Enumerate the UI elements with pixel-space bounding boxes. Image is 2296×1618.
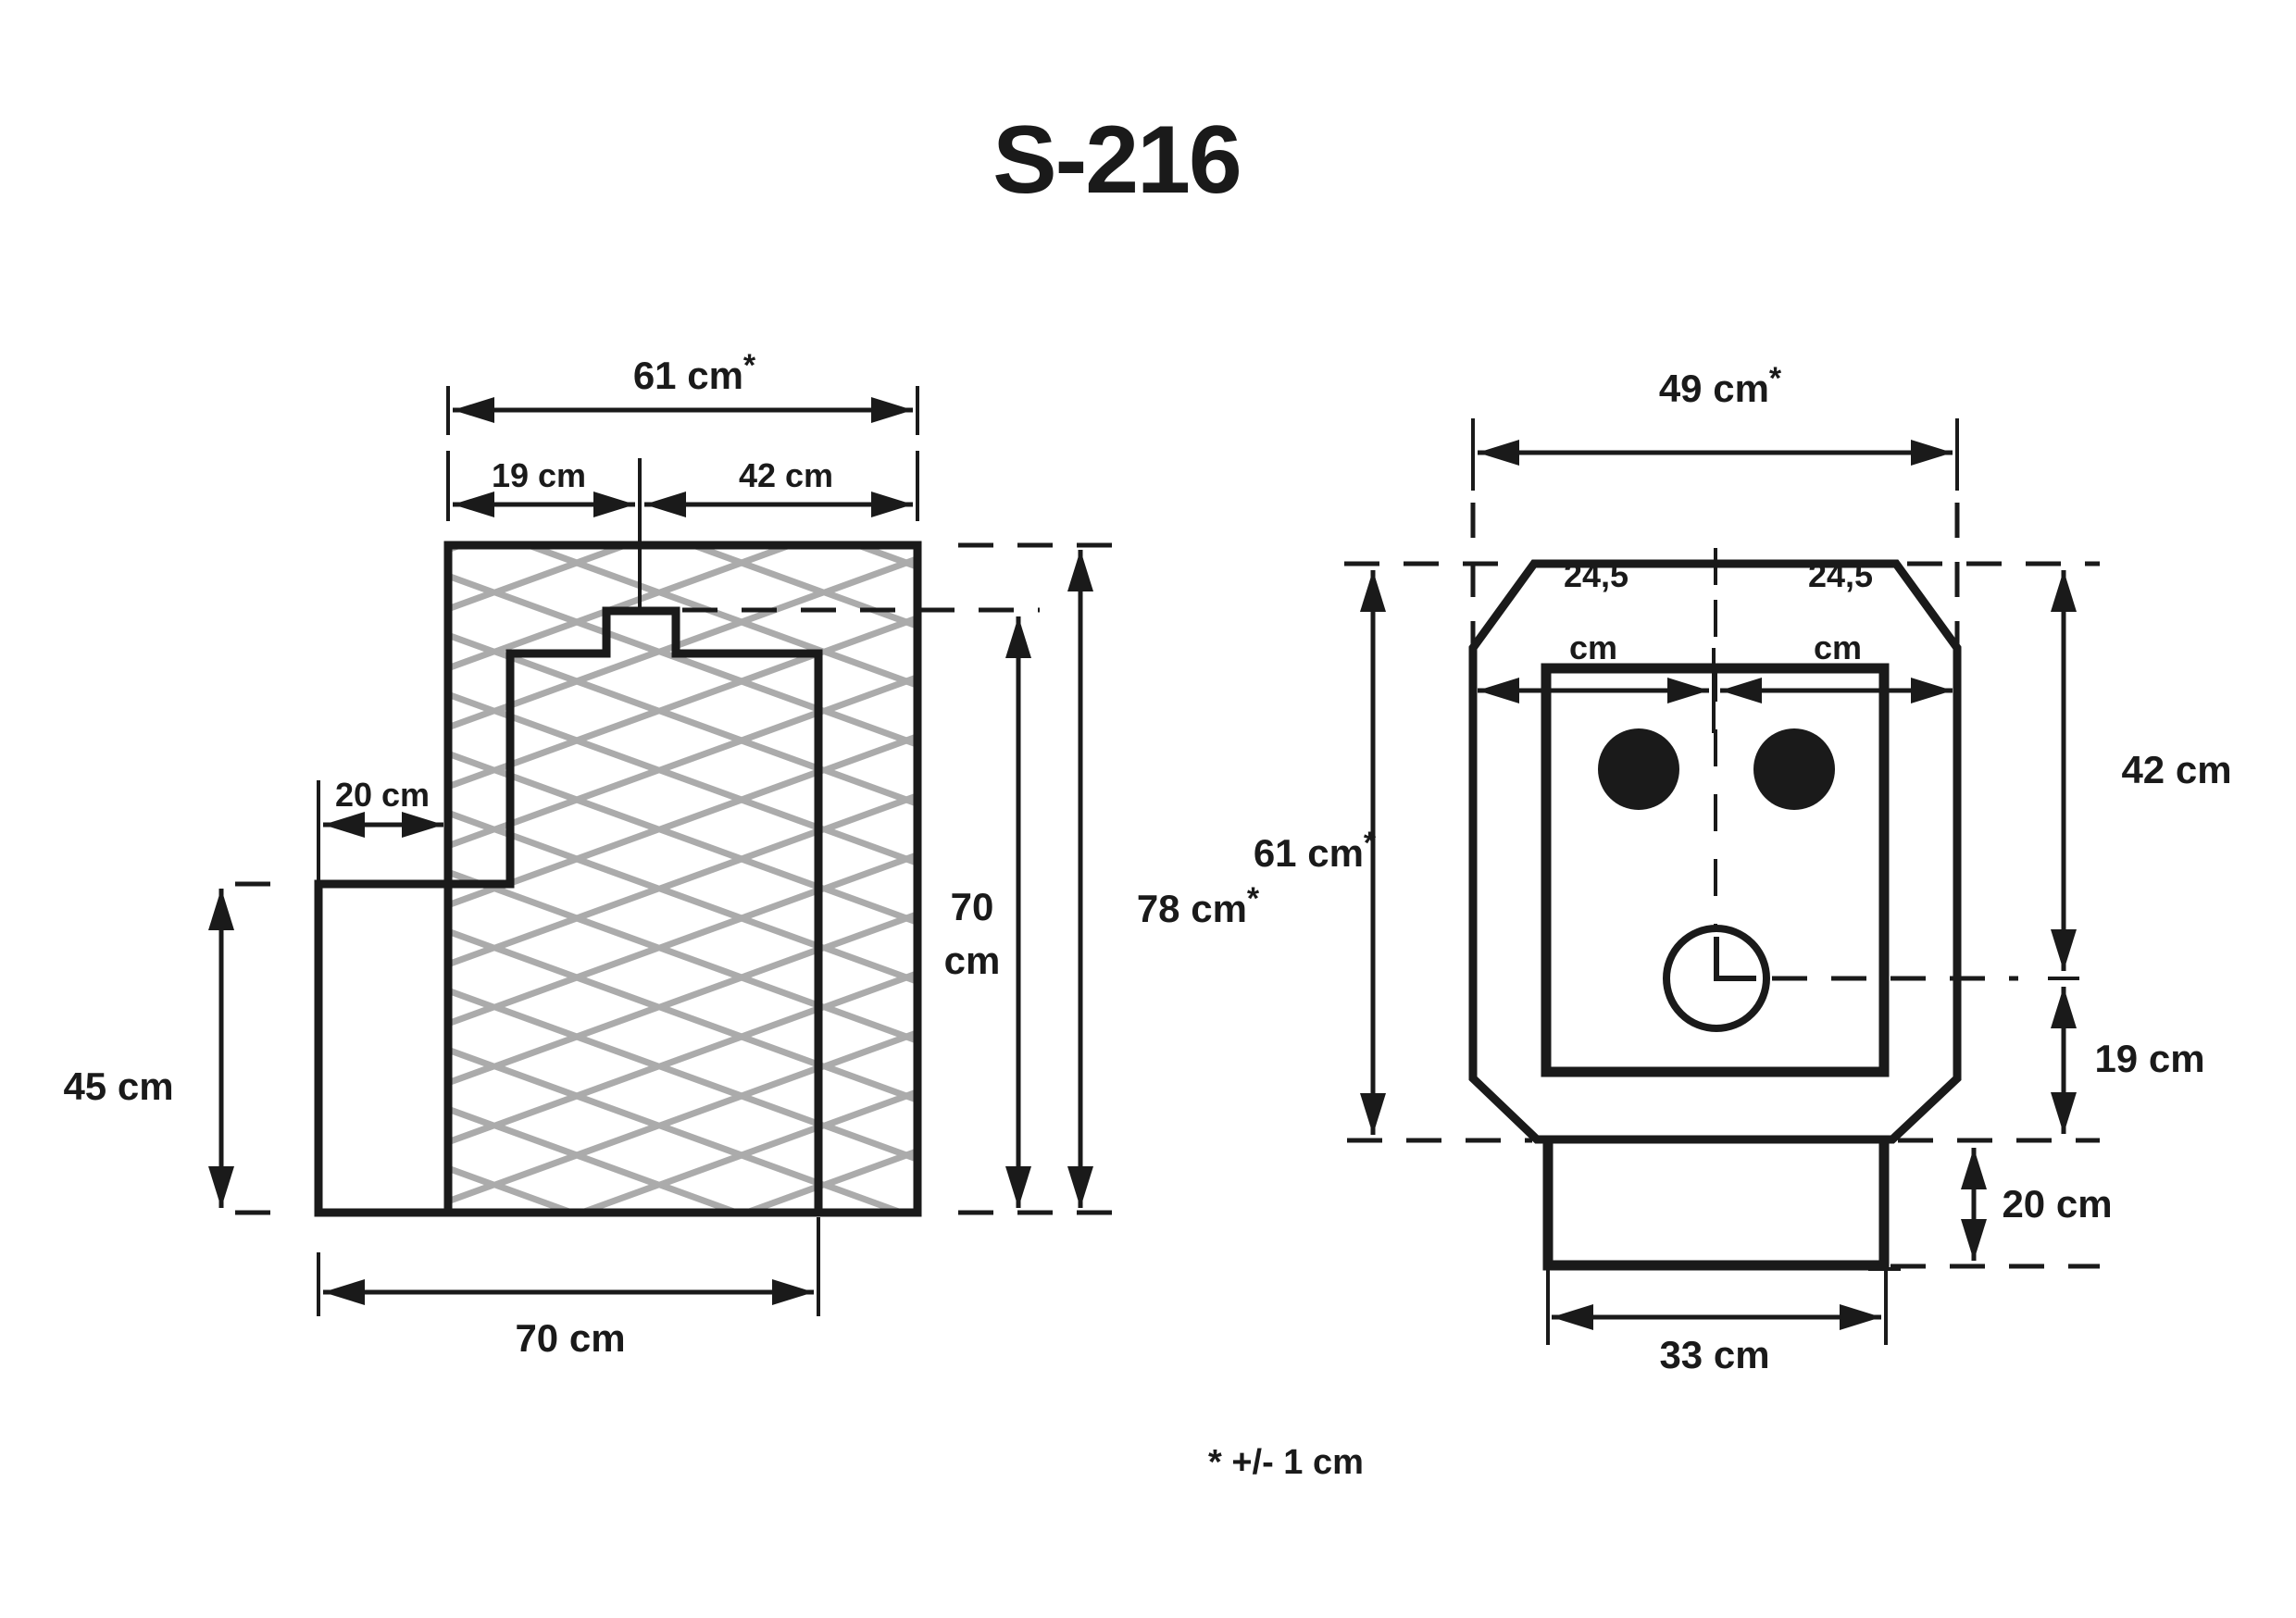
side-step-height-label: 45 cm	[63, 1064, 173, 1108]
front-total-height-label: 61 cm*	[1254, 826, 1377, 875]
front-air-dial-hands	[1714, 937, 1756, 981]
front-half-width-right-label-line2: cm	[1814, 629, 1862, 666]
front-extension-ticks	[1471, 418, 2079, 1345]
side-inner-height-label-line2: cm	[944, 939, 1001, 982]
side-extension-ticks	[317, 386, 919, 1316]
front-base-width-label: 33 cm	[1659, 1333, 1769, 1376]
side-body-insulation-hatch	[448, 545, 917, 1213]
front-burner-hole-left	[1598, 728, 1679, 810]
front-burner-hole-right	[1753, 728, 1835, 810]
front-octagon-body	[1468, 559, 1962, 1144]
front-base-height-label: 20 cm	[2002, 1182, 2112, 1226]
side-inner-height-label-line1: 70	[951, 885, 994, 928]
front-view: 49 cm* 24,5 cm 24,5 cm 61 cm* 42 cm 19 c…	[1254, 361, 2232, 1376]
side-total-height-label: 78 cm*	[1137, 881, 1260, 930]
front-total-width-label: 49 cm*	[1659, 361, 1782, 410]
front-upper-height-label: 42 cm	[2121, 748, 2231, 791]
front-mid-height-label: 19 cm	[2094, 1037, 2204, 1080]
front-half-width-left-label-line1: 24,5	[1564, 556, 1628, 594]
front-half-width-left-label-line2: cm	[1569, 629, 1617, 666]
tolerance-footnote: * +/- 1 cm	[1208, 1443, 1364, 1482]
side-bottom-depth-label: 70 cm	[515, 1316, 625, 1360]
side-view: 61 cm* 19 cm 42 cm 20 cm 45 cm 70 cm 70 …	[63, 348, 1259, 1360]
front-pedestal	[1542, 1136, 1890, 1271]
side-right-width-label: 42 cm	[739, 456, 833, 494]
front-half-width-right-label-line1: 24,5	[1808, 556, 1873, 594]
side-left-width-label: 19 cm	[492, 456, 586, 494]
front-air-dial	[1663, 925, 1770, 1032]
page-title: S-216	[992, 106, 1241, 214]
side-step-depth-label: 20 cm	[335, 776, 430, 814]
side-total-width-label: 61 cm*	[633, 348, 756, 397]
side-body-outline	[443, 541, 922, 1217]
